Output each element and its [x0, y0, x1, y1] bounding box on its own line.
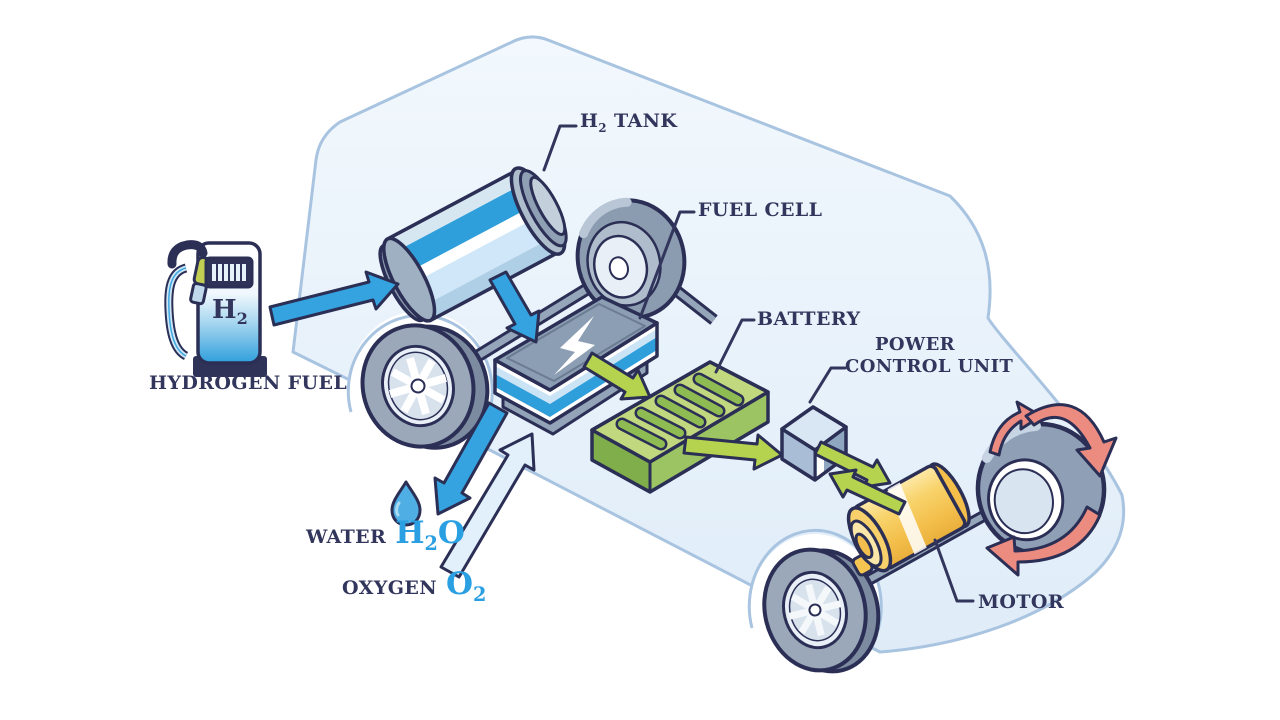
- front-left-wheel: [360, 323, 490, 450]
- pump-display: [204, 256, 254, 289]
- battery: [590, 360, 770, 494]
- motor: [846, 462, 971, 577]
- oxygen-label: OXYGEN O2: [342, 566, 487, 607]
- lightning-bolt-icon: [554, 316, 595, 375]
- water-out-arrow: [433, 401, 509, 516]
- hydrogen-pump: [164, 240, 267, 377]
- h2-tank: [378, 166, 568, 323]
- fuel-cell-leader: [638, 210, 696, 320]
- hydrogen-fuel-label: HYDROGEN FUEL: [149, 372, 348, 394]
- fuel-cell: [493, 295, 659, 436]
- battery-leader: [714, 318, 756, 374]
- battery-cells: [615, 372, 745, 451]
- fuel-cell-label: FUEL CELL: [698, 199, 823, 221]
- water-formula: H2O: [395, 515, 465, 556]
- h2-tank-leader: [542, 124, 578, 172]
- water-droplet-icon: [390, 480, 422, 527]
- motor-to-pcu-arrow: [828, 468, 907, 516]
- battery-to-pcu-arrow: [682, 433, 784, 471]
- rear-right-wheel: [975, 420, 1107, 557]
- tank-to-fuelcell-arrow: [488, 270, 541, 344]
- oxygen-in-arrow: [439, 432, 536, 579]
- battery-label: BATTERY: [757, 308, 861, 330]
- pcu-to-motor-arrow: [813, 440, 892, 489]
- rear-left-wheel: [762, 547, 881, 674]
- leader-lines: [542, 124, 975, 603]
- motor-label: MOTOR: [978, 591, 1065, 613]
- pcu-leader: [808, 366, 847, 404]
- hydrogen-supply-arrow: [268, 270, 400, 327]
- pump-h2-label: H2: [212, 295, 248, 329]
- wheel-rotation-arrows: [985, 400, 1118, 577]
- h2-tank-label: H2 TANK: [580, 110, 678, 135]
- water-label: WATER H2O: [306, 515, 465, 556]
- front-right-wheel: [575, 197, 687, 320]
- oxygen-formula: O2: [446, 566, 487, 607]
- flow-arrows: [268, 270, 907, 579]
- motor-leader: [933, 538, 975, 603]
- power-control-unit-label: POWER CONTROL UNIT: [845, 334, 1014, 377]
- fuelcell-to-battery-arrow: [582, 351, 652, 401]
